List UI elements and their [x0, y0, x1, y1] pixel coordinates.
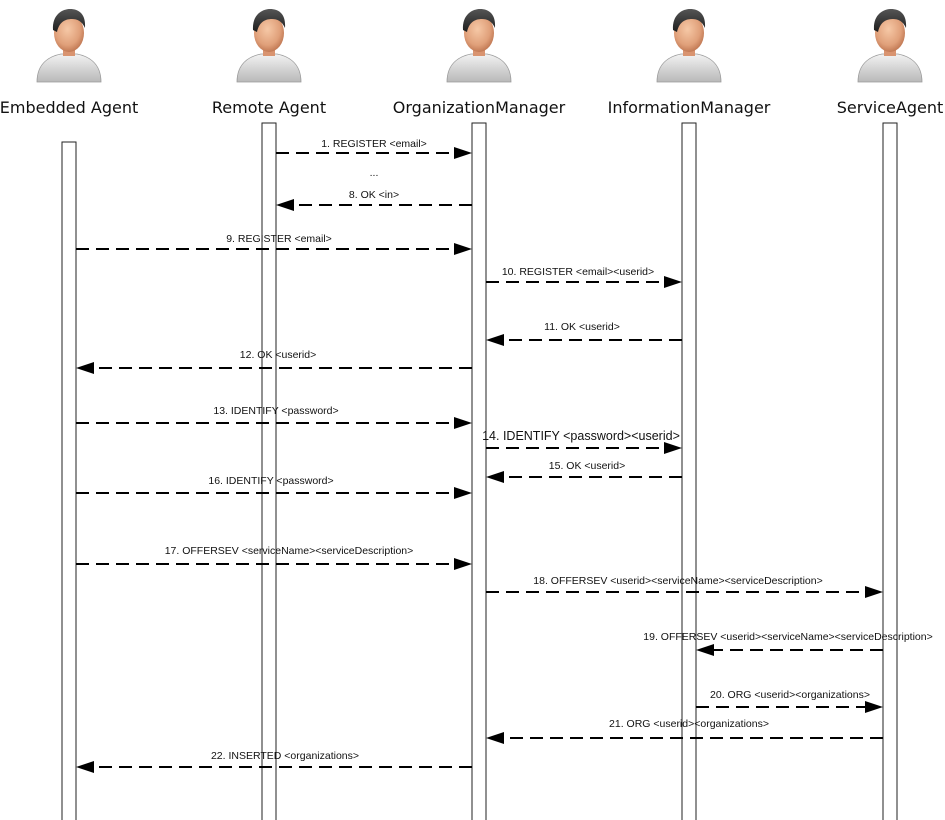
person-icon — [236, 9, 302, 83]
person-icon — [36, 9, 102, 83]
message-label: 19. OFFERSEV <userid><serviceName><servi… — [643, 631, 932, 643]
arrowhead-icon — [696, 644, 714, 656]
message-16: 22. INSERTED <organizations> — [76, 750, 472, 773]
actor-remote: Remote Agent — [212, 9, 326, 117]
lifeline-info — [681, 122, 697, 820]
arrowhead-icon — [486, 732, 504, 744]
lifelines — [61, 122, 898, 820]
message-9: 15. OK <userid> — [486, 460, 682, 483]
message-7: 13. IDENTIFY <password> — [76, 405, 472, 429]
message-label: 17. OFFERSEV <serviceName><serviceDescri… — [165, 545, 414, 557]
message-label: 13. IDENTIFY <password> — [213, 405, 338, 417]
arrowhead-icon — [454, 558, 472, 570]
arrowhead-icon — [76, 362, 94, 374]
message-6: 12. OK <userid> — [76, 349, 472, 374]
message-label: 16. IDENTIFY <password> — [208, 475, 333, 487]
message-15: 21. ORG <userid><organizations> — [486, 718, 883, 744]
message-1: 1. REGISTER <email> — [276, 138, 472, 159]
arrowhead-icon — [865, 701, 883, 713]
message-12: 18. OFFERSEV <userid><serviceName><servi… — [486, 575, 883, 598]
actor-service: ServiceAgent — [837, 9, 944, 117]
actor-label-remote: Remote Agent — [212, 98, 326, 117]
lifeline-org — [471, 122, 487, 820]
message-label: 9. REGISTER <email> — [226, 233, 332, 245]
person-icon — [857, 9, 923, 83]
message-label: 22. INSERTED <organizations> — [211, 750, 359, 762]
actor-label-org: OrganizationManager — [393, 98, 566, 117]
arrowhead-icon — [486, 471, 504, 483]
message-2: 8. OK <in> — [276, 189, 472, 211]
actor-label-embedded: Embedded Agent — [0, 98, 138, 117]
message-11: 17. OFFERSEV <serviceName><serviceDescri… — [76, 545, 472, 570]
message-label: 8. OK <in> — [349, 189, 399, 201]
messages: 1. REGISTER <email> 8. OK <in> 9. REGISTER… — [76, 138, 933, 773]
arrowhead-icon — [276, 199, 294, 211]
message-4: 10. REGISTER <email><userid> — [486, 266, 682, 288]
message-label: 12. OK <userid> — [240, 349, 316, 361]
lifeline-service — [882, 122, 898, 820]
message-label: 14. IDENTIFY <password><userid> — [482, 429, 680, 443]
message-8: 14. IDENTIFY <password><userid> — [482, 429, 682, 454]
message-3: 9. REGISTER <email> — [76, 233, 472, 255]
arrowhead-icon — [865, 586, 883, 598]
message-label: 1. REGISTER <email> — [321, 138, 427, 150]
message-label: 15. OK <userid> — [549, 460, 625, 472]
arrowhead-icon — [454, 487, 472, 499]
actor-label-info: InformationManager — [608, 98, 771, 117]
arrowhead-icon — [454, 243, 472, 255]
message-label: 21. ORG <userid><organizations> — [609, 718, 769, 730]
message-label: 10. REGISTER <email><userid> — [502, 266, 654, 278]
ellipsis-label: ... — [370, 167, 379, 179]
arrowhead-icon — [454, 147, 472, 159]
actor-label-service: ServiceAgent — [837, 98, 944, 117]
actors: Embedded Agent Remote Agent OrganizationMa… — [0, 9, 943, 117]
actor-embedded: Embedded Agent — [0, 9, 138, 117]
message-14: 20. ORG <userid><organizations> — [696, 689, 883, 713]
message-10: 16. IDENTIFY <password> — [76, 475, 472, 499]
message-label: 18. OFFERSEV <userid><serviceName><servi… — [533, 575, 822, 587]
message-5: 11. OK <userid> — [486, 321, 682, 346]
actor-info: InformationManager — [608, 9, 771, 117]
lifeline-embedded — [61, 141, 77, 820]
arrowhead-icon — [664, 442, 682, 454]
person-icon — [446, 9, 512, 83]
message-label: 11. OK <userid> — [544, 321, 620, 333]
actor-org: OrganizationManager — [393, 9, 566, 117]
arrowhead-icon — [486, 334, 504, 346]
arrowhead-icon — [76, 761, 94, 773]
person-icon — [656, 9, 722, 83]
lifeline-remote — [261, 122, 277, 820]
arrowhead-icon — [454, 417, 472, 429]
arrowhead-icon — [664, 276, 682, 288]
message-13: 19. OFFERSEV <userid><serviceName><servi… — [643, 631, 933, 656]
message-label: 20. ORG <userid><organizations> — [710, 689, 870, 701]
